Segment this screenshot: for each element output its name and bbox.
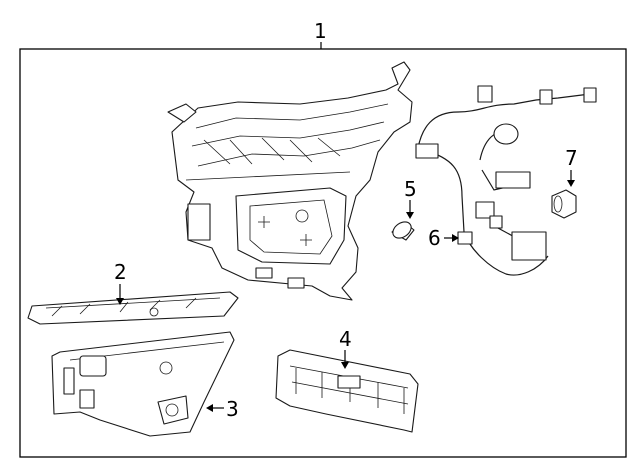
assembly-frame — [19, 42, 627, 458]
callout-6: 6 — [428, 226, 441, 250]
headlamp-assembly — [167, 61, 413, 301]
rear-bracket — [275, 349, 419, 433]
callout-5: 5 — [404, 177, 417, 201]
callout-7: 7 — [565, 146, 578, 170]
filler-strip — [27, 291, 239, 325]
bulb-socket — [551, 189, 577, 219]
bulb — [391, 221, 415, 241]
mounting-bracket — [51, 331, 235, 437]
callout-3: 3 — [226, 397, 239, 421]
callout-2: 2 — [114, 260, 127, 284]
callout-1: 1 — [314, 19, 327, 43]
wiring-harness — [415, 85, 597, 276]
callout-4: 4 — [339, 327, 352, 351]
